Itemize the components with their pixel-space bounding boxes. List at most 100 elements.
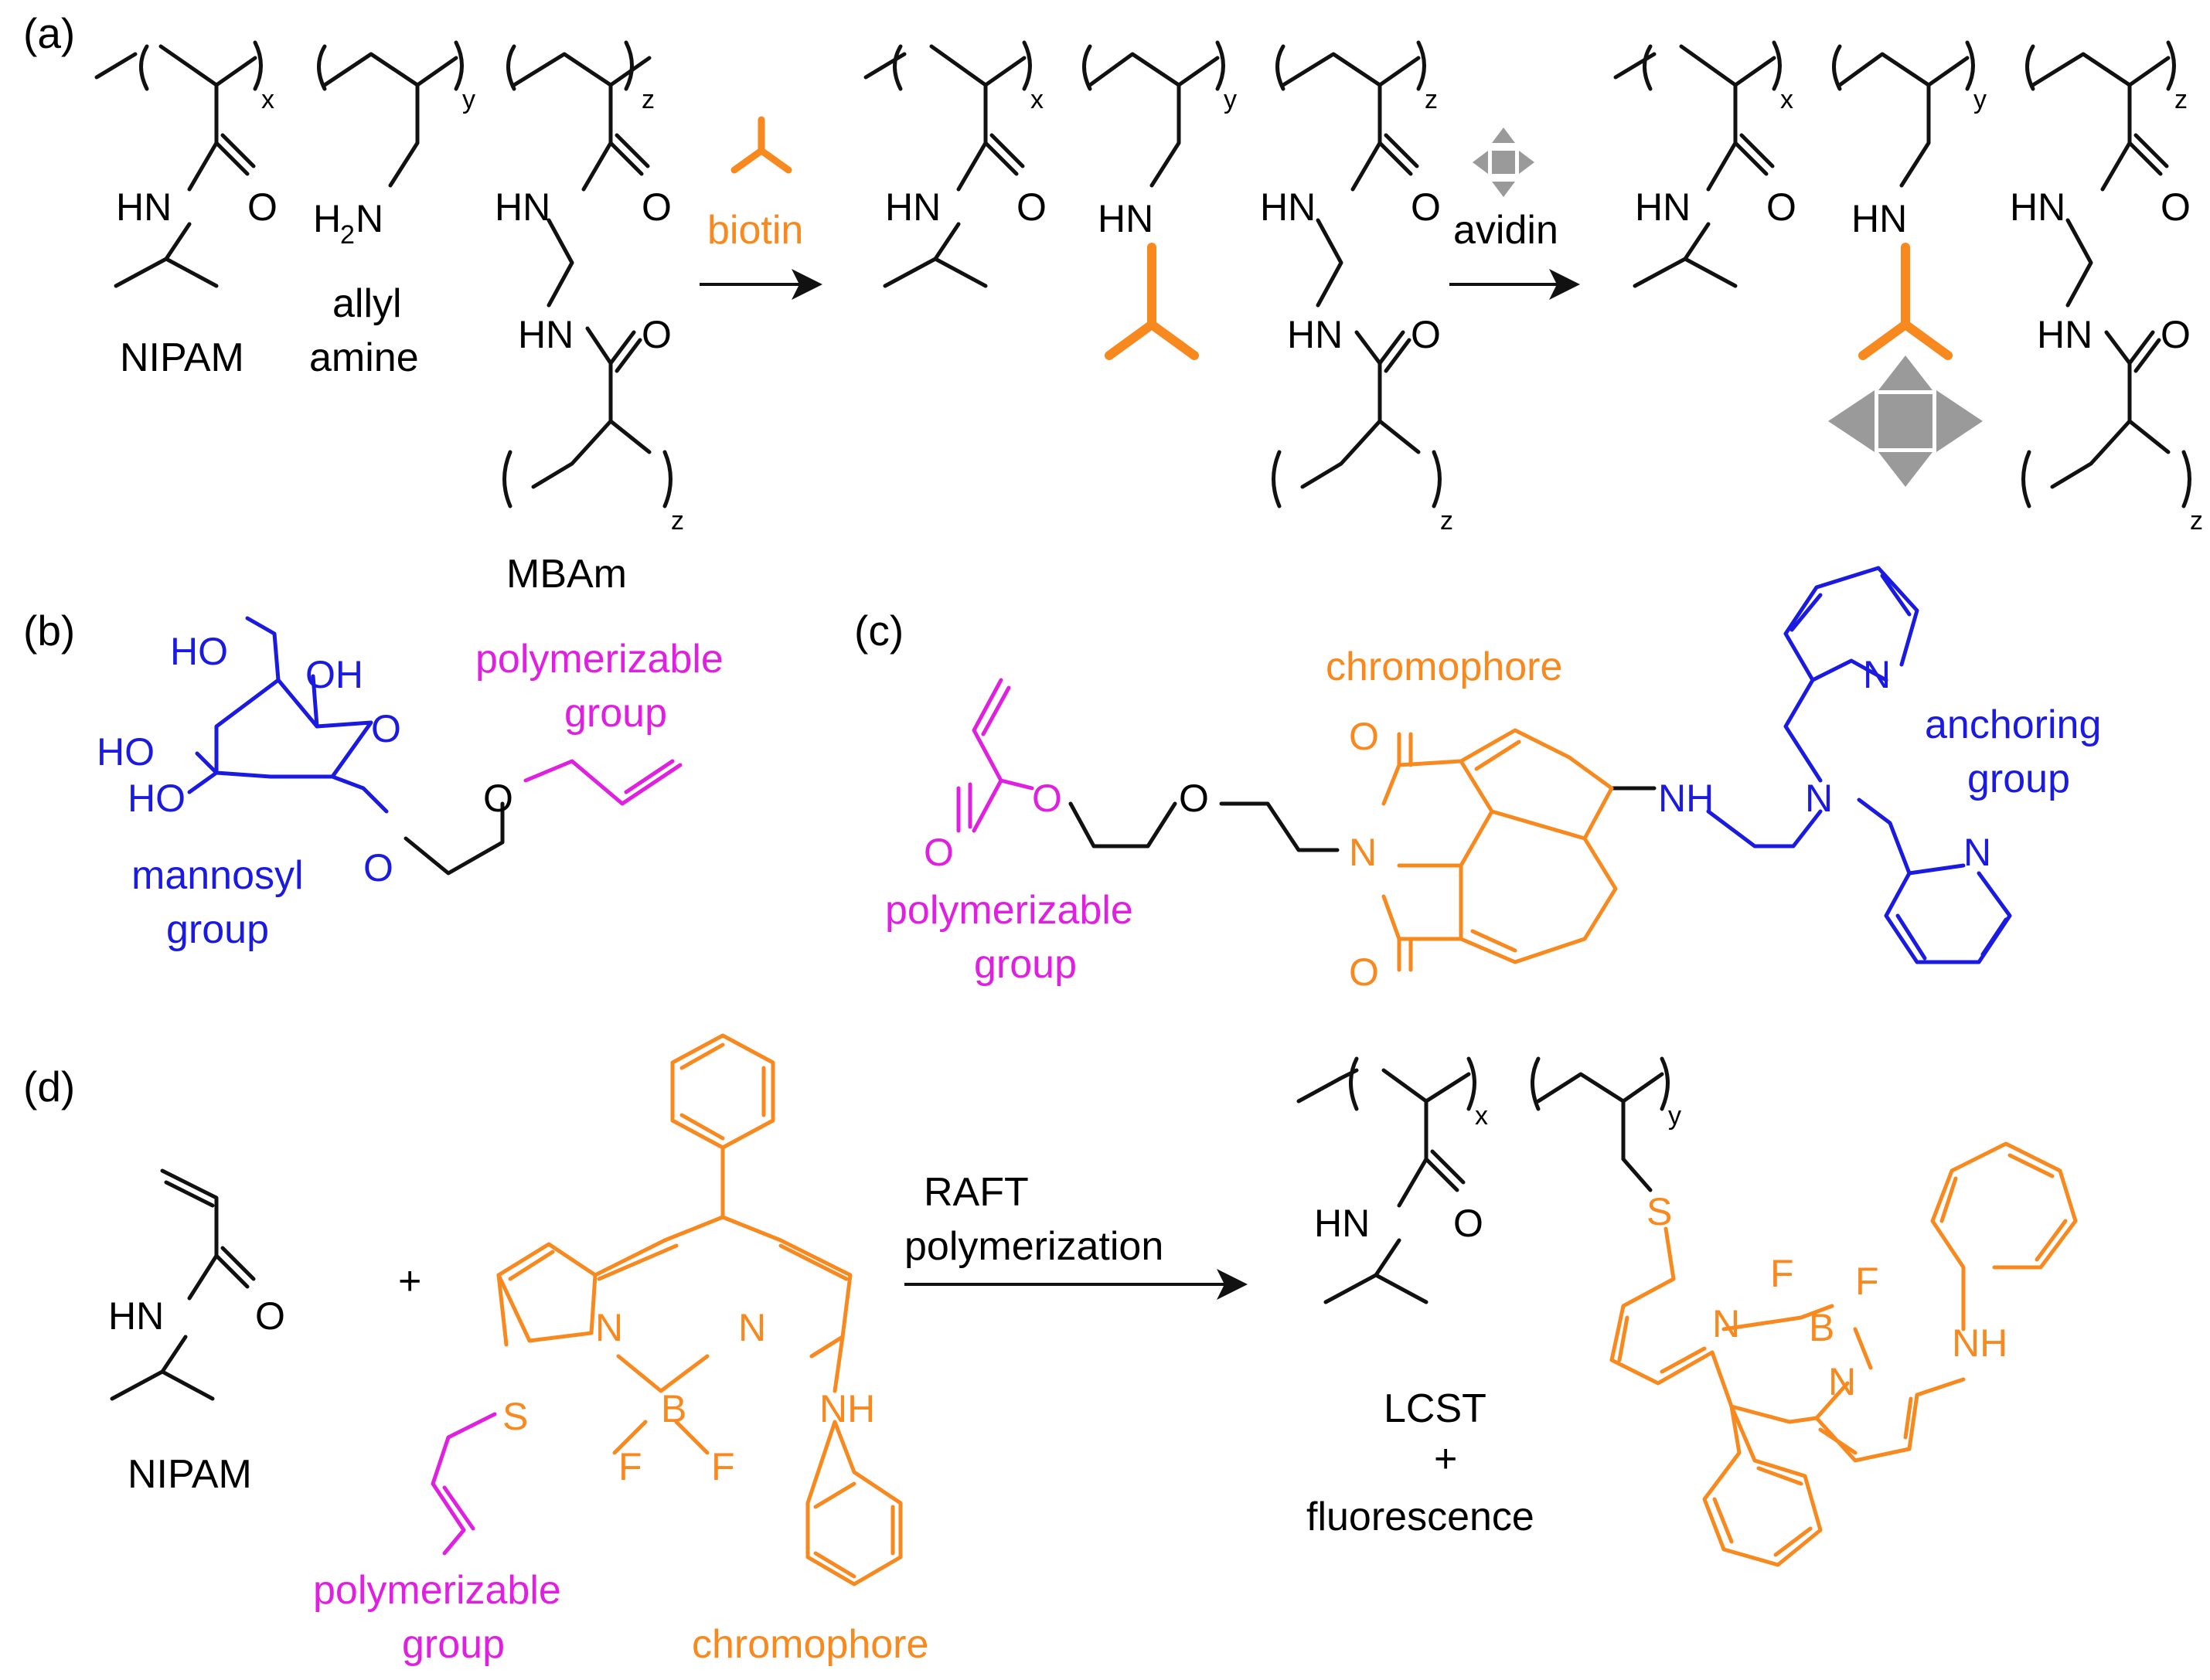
- atom-o-c5: O: [1349, 951, 1379, 994]
- atom-n-c: N: [1349, 831, 1377, 874]
- atom-o-2: O: [642, 185, 672, 229]
- label-anchoring: anchoring: [1925, 702, 2101, 747]
- panel-a: (a) x y z: [23, 9, 2203, 597]
- panel-b: (b) HO OH HO HO O O O mannosyl group pol…: [23, 607, 724, 952]
- avidin-polymer: [1613, 40, 2191, 508]
- sub-z-4: z: [1440, 506, 1453, 536]
- biotin-icon-large: [1105, 243, 1199, 360]
- atom-hn-10: HN: [2010, 185, 2065, 229]
- label-chromophore-c: chromophore: [1326, 644, 1562, 689]
- atom-ho-3: HO: [128, 777, 186, 820]
- atom-nh-d2: NH: [1952, 1321, 2007, 1365]
- atom-hn-7: HN: [1287, 313, 1343, 356]
- allyl-group-d: [431, 1412, 497, 1556]
- label-poly-d: polymerizable: [313, 1568, 561, 1613]
- avidin-icon: [1473, 128, 1534, 197]
- atom-o-c1: O: [924, 831, 954, 874]
- sub-x-2: x: [1030, 85, 1044, 114]
- pre-polymer: [94, 44, 652, 489]
- atom-s-d1: S: [502, 1395, 528, 1438]
- sub-z-1: z: [642, 85, 655, 114]
- label-nipam-d: NIPAM: [128, 1452, 252, 1497]
- atom-o-6: O: [1411, 313, 1441, 356]
- atom-b-d1: B: [661, 1387, 686, 1430]
- panel-d: (d) HN O NIPAM +: [23, 1033, 2078, 1667]
- panel-c: (c): [854, 566, 2101, 994]
- atom-nh-c: NH: [1658, 777, 1714, 820]
- mannose-ring: [187, 616, 389, 814]
- label-plus: +: [398, 1259, 421, 1304]
- atom-hn-4: HN: [885, 185, 941, 229]
- biotin-icon: [730, 116, 792, 174]
- atom-f-d1: F: [618, 1445, 642, 1488]
- sub-y-3: y: [1973, 85, 1987, 114]
- atom-o-c2: O: [1032, 777, 1062, 820]
- atom-o-7: O: [1766, 185, 1796, 229]
- repeat-brackets-1: [139, 40, 673, 508]
- atom-o-9: O: [2161, 313, 2191, 356]
- avidin-icon-bound: [1828, 355, 1983, 487]
- atom-hn-9: HN: [1851, 197, 1907, 240]
- label-raft: RAFT: [924, 1170, 1029, 1215]
- label-mannosyl: mannosyl: [131, 853, 304, 898]
- linker-c: [1068, 786, 1657, 852]
- atom-hn-d1: HN: [108, 1294, 164, 1338]
- sub-x-1: x: [261, 85, 274, 114]
- atom-n-d3: N: [1712, 1302, 1740, 1345]
- atom-o-ether: O: [483, 777, 513, 820]
- bodipy-monomer: [496, 1033, 903, 1586]
- atom-n-amine: N: [1805, 777, 1833, 820]
- label-poly-c: polymerizable: [885, 888, 1133, 933]
- label-mannosyl-group: group: [166, 907, 269, 952]
- atom-o-4: O: [1016, 185, 1047, 229]
- label-chromophore-d: chromophore: [692, 1622, 928, 1667]
- atom-o-c3: O: [1179, 777, 1209, 820]
- atom-hn-1: HN: [116, 185, 172, 229]
- atom-n-pyr1: N: [1863, 653, 1891, 696]
- allyl-group-b: [523, 759, 683, 806]
- sub-z-3: z: [1425, 85, 1438, 114]
- sub-y-d: y: [1668, 1101, 1681, 1131]
- label-nipam-a: NIPAM: [120, 335, 244, 380]
- sub-z-5: z: [2174, 85, 2188, 114]
- panel-c-label: (c): [854, 607, 904, 655]
- label-anchoring-group: group: [1967, 757, 2070, 801]
- atom-n-d4: N: [1828, 1360, 1856, 1403]
- label-mbam: MBAm: [506, 552, 627, 597]
- sub-z-2: z: [671, 506, 684, 536]
- label-poly-b: polymerizable: [475, 637, 724, 682]
- atom-o-5: O: [1411, 185, 1441, 229]
- atom-s-d2: S: [1646, 1190, 1672, 1233]
- label-poly-b-group: group: [564, 691, 667, 736]
- biotin-icon-bound: [1858, 243, 1953, 360]
- dpa-anchor: [1706, 566, 2012, 964]
- atom-o-ring: O: [371, 707, 401, 750]
- atom-hn-11: HN: [2037, 313, 2093, 356]
- atom-hn-6: HN: [1260, 185, 1316, 229]
- panel-d-label: (d): [23, 1063, 75, 1110]
- atom-h2-1: H: [313, 197, 341, 240]
- label-fluorescence: fluorescence: [1306, 1495, 1534, 1539]
- atom-f-d4: F: [1855, 1260, 1879, 1303]
- atom-hn-d2: HN: [1314, 1202, 1370, 1245]
- panel-a-label: (a): [23, 9, 75, 57]
- label-poly-d-group: group: [402, 1622, 505, 1667]
- sub-x-3: x: [1780, 85, 1793, 114]
- atom-o-1: O: [247, 185, 278, 229]
- sub-y-2: y: [1224, 85, 1237, 114]
- naphthalimide-core: [1381, 728, 1618, 972]
- atom-f-d2: F: [711, 1445, 735, 1488]
- atom-f-d3: F: [1770, 1252, 1794, 1295]
- atom-o-3: O: [642, 313, 672, 356]
- linker-b: [404, 801, 505, 876]
- label-polymerization: polymerization: [904, 1224, 1163, 1269]
- atom-hn-8: HN: [1635, 185, 1691, 229]
- sub-y-1: y: [462, 85, 475, 114]
- atom-ho-1: HO: [170, 630, 228, 673]
- bodipy-product: [1609, 1141, 2078, 1567]
- label-plus-2: +: [1434, 1437, 1457, 1481]
- biotin-polymer: [863, 40, 1442, 508]
- atom-o-d2: O: [1453, 1202, 1483, 1245]
- atom-n-pyr2: N: [1963, 831, 1991, 874]
